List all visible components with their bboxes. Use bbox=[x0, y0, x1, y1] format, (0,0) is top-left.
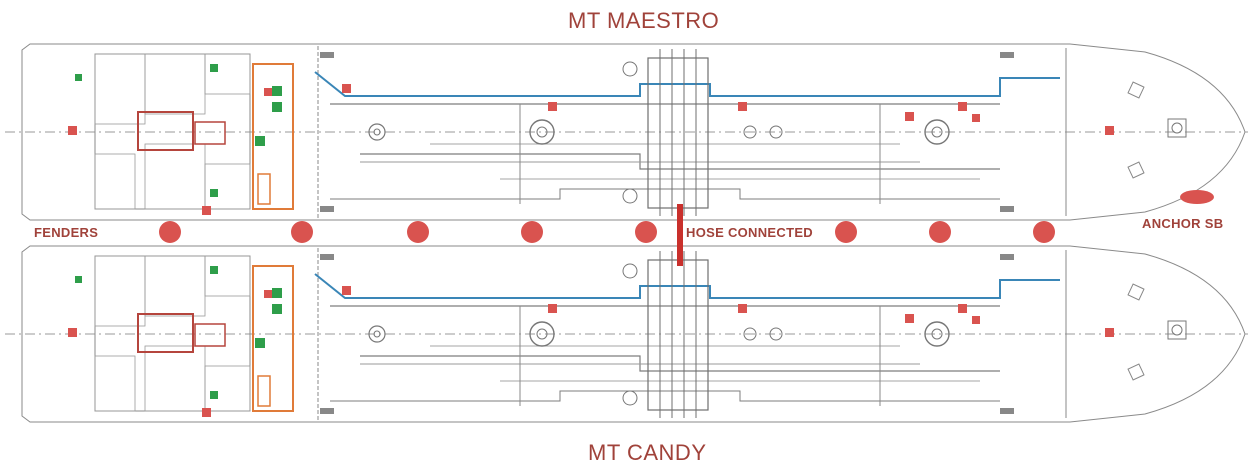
fenders-group bbox=[159, 221, 1055, 243]
fender bbox=[291, 221, 313, 243]
bottom-ship-name: MT CANDY bbox=[588, 440, 707, 465]
fender bbox=[1033, 221, 1055, 243]
fender bbox=[929, 221, 951, 243]
anchor-label: ANCHOR SB bbox=[1142, 216, 1224, 231]
fender bbox=[159, 221, 181, 243]
hose-connected-label: HOSE CONNECTED bbox=[686, 225, 813, 240]
ship-top bbox=[4, 43, 1248, 221]
fenders-label: FENDERS bbox=[34, 225, 99, 240]
fender bbox=[407, 221, 429, 243]
fender bbox=[835, 221, 857, 243]
fender bbox=[521, 221, 543, 243]
fender bbox=[635, 221, 657, 243]
hose-connection bbox=[677, 204, 683, 266]
anchor-marker bbox=[1180, 190, 1214, 204]
top-ship-name: MT MAESTRO bbox=[568, 8, 720, 33]
ship-bottom bbox=[4, 245, 1248, 423]
